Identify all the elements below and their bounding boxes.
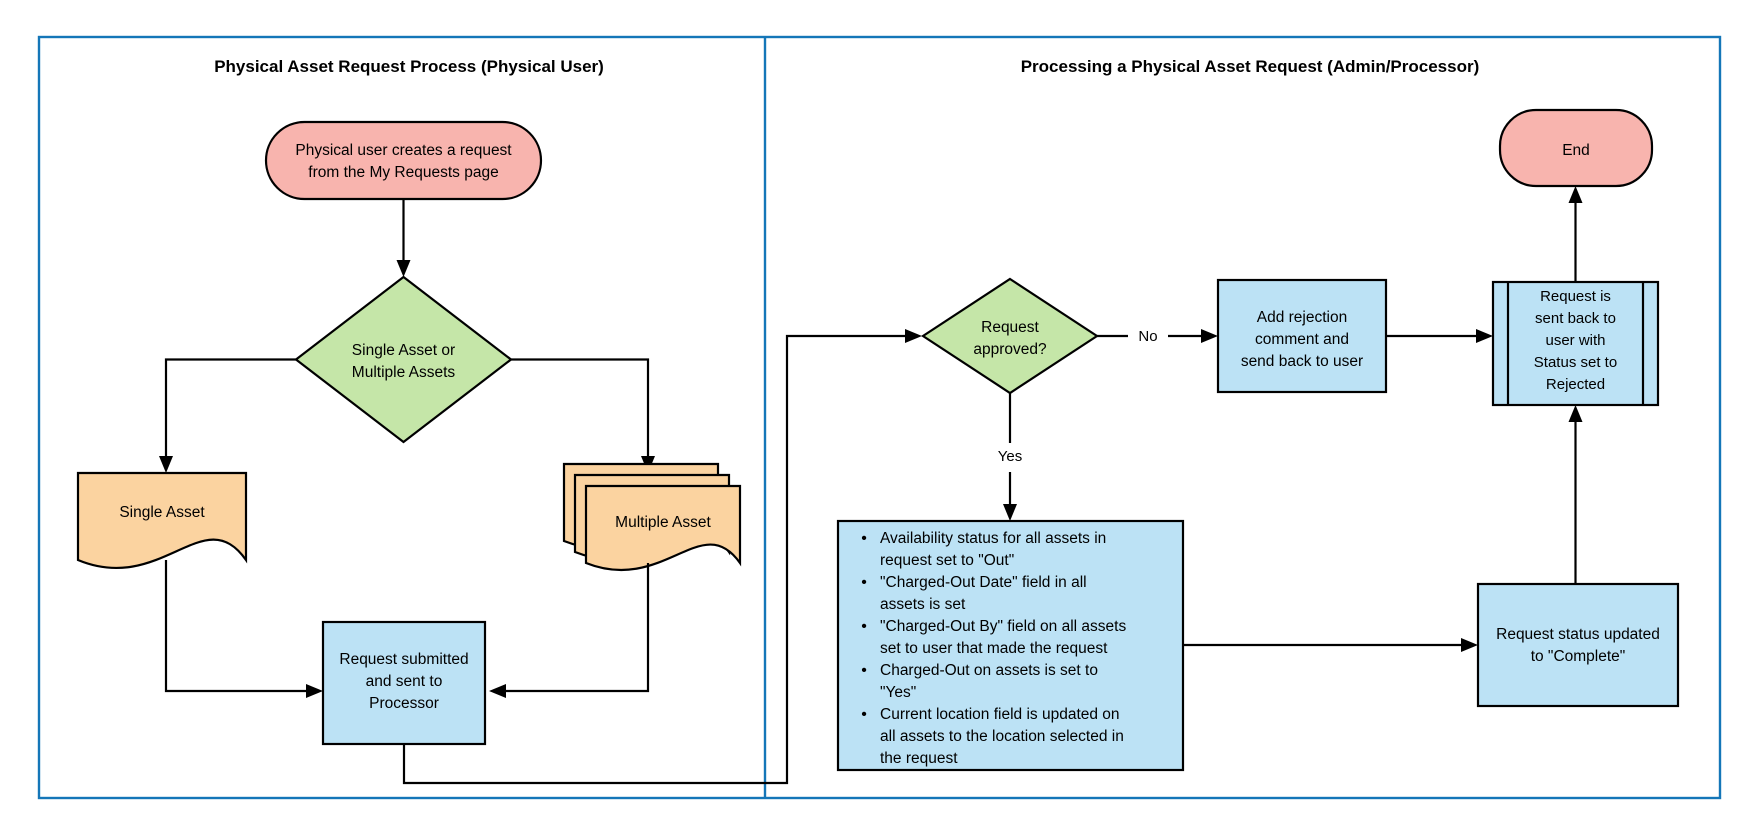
node-asset-updates[interactable] (836, 519, 1185, 772)
arrowhead-rejection-to-sent-back (1476, 329, 1493, 343)
node-add-rejection-line-1: Add rejection (1257, 309, 1347, 326)
node-start-line-2: from the My Requests page (308, 164, 498, 181)
node-asset-updates-bullet-3-line-1: "Charged-Out By" field on all assets (880, 618, 1126, 635)
node-multiple-asset[interactable] (584, 484, 742, 571)
node-request-status-complete-line-1: Request status updated (1496, 626, 1660, 643)
node-asset-updates-bullet-5-line-2: all assets to the location selected in (880, 728, 1124, 745)
arrowhead-submitted-to-approved-decision (905, 329, 922, 343)
node-request-approved-line-2: approved? (973, 341, 1047, 358)
node-request-sent-back-line-1: Request is (1540, 288, 1611, 305)
edge-decision-to-single-asset (164, 358, 296, 462)
arrowhead-status-complete-to-sent-back (1568, 405, 1583, 422)
node-asset-updates-bullet-5-line-1: Current location field is updated on (880, 706, 1120, 723)
node-asset-updates-bullet-2-line-1: "Charged-Out Date" field in all (880, 574, 1087, 591)
node-request-approved-line-1: Request (981, 319, 1039, 336)
bullet-marker-2: • (861, 574, 867, 591)
edge-submitted-to-approved-decision (402, 334, 911, 785)
node-start-line-1: Physical user creates a request (295, 142, 512, 159)
node-add-rejection-line-2: comment and (1255, 331, 1349, 348)
node-asset-count-line-1: Single Asset or (352, 342, 455, 359)
node-asset-count-line-2: Multiple Assets (352, 364, 456, 381)
node-request-sent-back-line-2: sent back to (1535, 310, 1616, 327)
arrowhead-approved-no (1201, 329, 1218, 343)
right-panel-title: Processing a Physical Asset Request (Adm… (1021, 57, 1480, 76)
arrowhead-sent-back-to-end (1568, 186, 1583, 203)
node-single-asset-label: Single Asset (119, 504, 205, 521)
node-asset-updates-bullet-4-line-2: "Yes" (880, 684, 916, 701)
edge-multiple-asset-to-submitted (500, 563, 650, 693)
node-asset-updates-bullet-2-line-2: assets is set (880, 596, 966, 613)
node-request-status-complete[interactable] (1476, 582, 1680, 708)
node-asset-count-decision[interactable] (294, 275, 513, 444)
node-single-asset[interactable] (76, 471, 248, 570)
node-end[interactable] (1498, 108, 1654, 188)
node-asset-updates-bullet-5-line-3: the request (880, 750, 958, 767)
node-asset-updates-bullet-1-line-1: Availability status for all assets in (880, 530, 1106, 547)
arrowhead-start-to-asset-decision (396, 260, 411, 277)
node-multiple-asset-label: Multiple Asset (615, 514, 711, 531)
bullet-marker-1: • (861, 530, 867, 547)
node-request-status-complete-line-2: to "Complete" (1531, 648, 1626, 665)
bullet-marker-4: • (861, 662, 867, 679)
node-request-submitted-line-1: Request submitted (339, 651, 468, 668)
node-request-sent-back-line-5: Rejected (1546, 376, 1605, 393)
arrowhead-asset-updates-to-status-complete (1461, 638, 1478, 652)
arrowhead-decision-to-single-asset (159, 456, 173, 473)
node-request-submitted[interactable] (321, 620, 487, 746)
node-asset-updates-bullet-4-line-1: Charged-Out on assets is set to (880, 662, 1098, 679)
node-request-sent-back-line-4: Status set to (1534, 354, 1617, 371)
node-asset-updates-bullet-1-line-2: request set to "Out" (880, 552, 1014, 569)
edge-single-asset-to-submitted (164, 560, 312, 693)
bullet-marker-3: • (861, 618, 867, 635)
node-add-rejection-line-3: send back to user (1241, 353, 1363, 370)
edge-label-no: No (1138, 328, 1157, 345)
node-start[interactable] (264, 120, 543, 201)
arrowhead-single-asset-to-submitted (306, 684, 323, 698)
node-request-sent-back-line-3: user with (1545, 332, 1605, 349)
arrowhead-approved-yes (1003, 504, 1017, 521)
edge-label-yes: Yes (998, 448, 1022, 465)
diagram-outer-border (37, 35, 1722, 800)
node-request-approved-decision[interactable] (920, 277, 1100, 395)
edge-decision-to-multiple-asset (511, 358, 650, 462)
bullet-marker-5: • (861, 706, 867, 723)
node-request-submitted-line-2: and sent to (366, 673, 443, 690)
node-asset-updates-bullet-3-line-2: set to user that made the request (880, 640, 1108, 657)
node-request-submitted-line-3: Processor (369, 695, 439, 712)
left-panel-title: Physical Asset Request Process (Physical… (214, 57, 604, 76)
arrowhead-multiple-asset-to-submitted (489, 684, 506, 698)
node-end-label: End (1562, 142, 1590, 159)
